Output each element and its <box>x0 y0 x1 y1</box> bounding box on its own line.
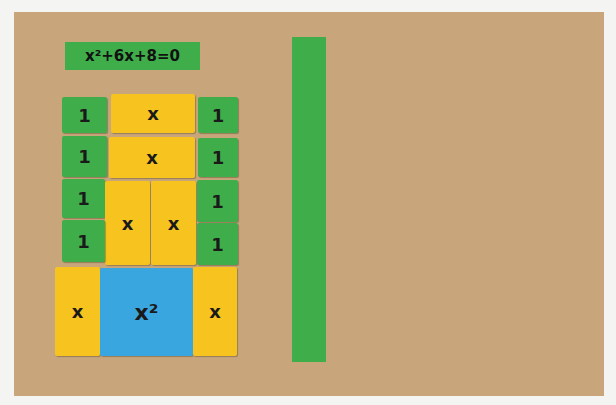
unit-tile: 1 <box>62 136 107 177</box>
x-tile: x <box>151 181 196 265</box>
green-strip <box>292 37 326 362</box>
tile-label: x <box>122 213 134 234</box>
tile-label: 1 <box>211 191 224 212</box>
tile-label: 1 <box>212 147 225 168</box>
tile-label: x <box>147 103 159 124</box>
tile-label: 1 <box>212 105 225 126</box>
unit-tile: 1 <box>62 97 107 133</box>
unit-tile: 1 <box>62 179 105 218</box>
tile-label: x <box>168 213 180 234</box>
tile-label: 1 <box>211 234 224 255</box>
x-squared-tile: x² <box>100 268 193 356</box>
tile-label: 1 <box>78 146 91 167</box>
tile-label: x <box>72 301 84 322</box>
unit-tile: 1 <box>197 180 238 222</box>
unit-tile: 1 <box>197 223 238 265</box>
tile-label: 1 <box>77 231 90 252</box>
tile-label: 1 <box>78 105 91 126</box>
equation-title: x²+6x+8=0 <box>65 42 200 70</box>
tile-label: x <box>146 147 158 168</box>
tile-label: x² <box>135 300 159 325</box>
tile-label: x <box>209 301 221 322</box>
unit-tile: 1 <box>198 97 238 133</box>
unit-tile: 1 <box>62 220 105 262</box>
x-tile: x <box>55 267 100 356</box>
x-tile: x <box>193 267 237 356</box>
tile-label: 1 <box>77 188 90 209</box>
unit-tile: 1 <box>198 138 238 177</box>
x-tile: x <box>109 137 195 178</box>
x-tile: x <box>105 181 150 265</box>
x-tile: x <box>111 94 195 133</box>
